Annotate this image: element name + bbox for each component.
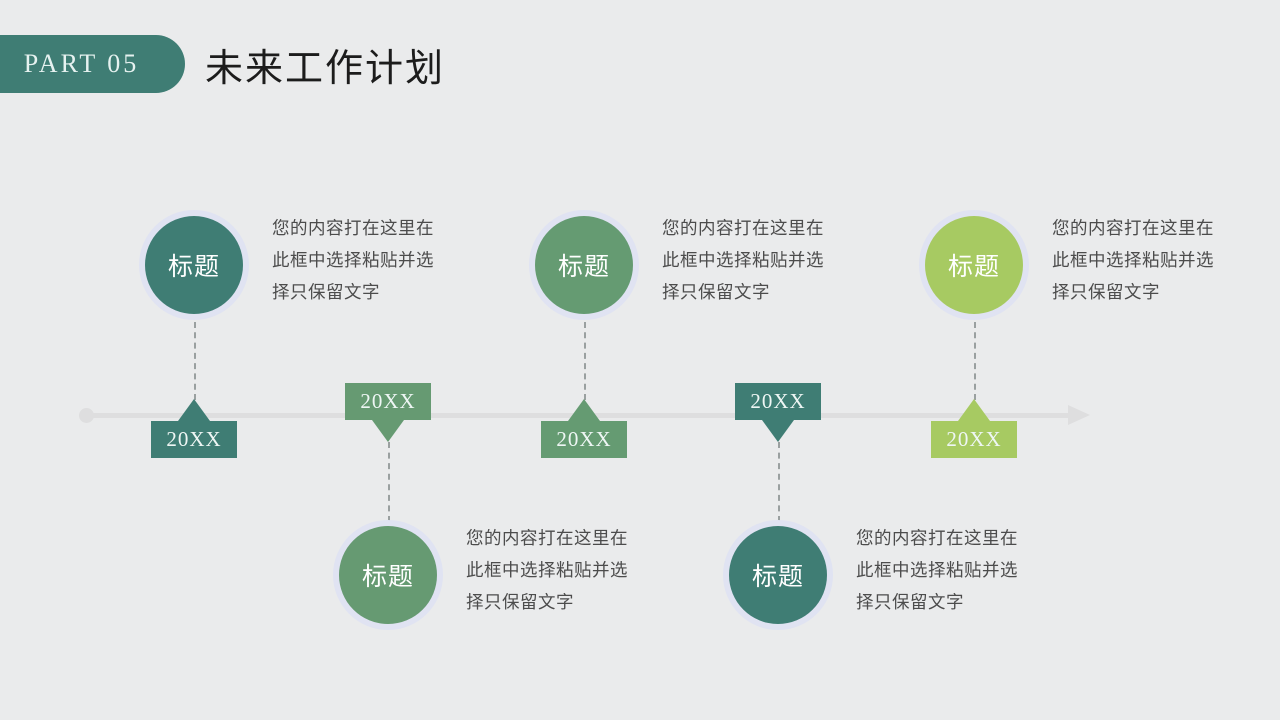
node-description-2: 您的内容打在这里在此框中选择粘贴并选择只保留文字 <box>466 528 628 612</box>
node-circle-4[interactable]: 标题 <box>723 520 833 630</box>
node-circle-label-1: 标题 <box>167 254 220 281</box>
node-connector-4 <box>778 442 780 522</box>
node-connector-1 <box>194 322 196 400</box>
node-description-1: 您的内容打在这里在此框中选择粘贴并选择只保留文字 <box>272 218 434 302</box>
slide-header: PART 05 未来工作计划 <box>0 35 445 93</box>
node-circle-fill-3: 标题 <box>535 216 633 314</box>
node-circle-3[interactable]: 标题 <box>529 210 639 320</box>
node-circle-label-4: 标题 <box>751 564 804 591</box>
node-chip-pointer-5 <box>958 399 990 421</box>
node-year-chip-4[interactable]: 20XX <box>735 383 821 442</box>
node-year-label-2: 20XX <box>360 389 416 413</box>
node-chip-pointer-4 <box>762 420 794 442</box>
node-connector-5 <box>974 322 976 400</box>
node-circle-fill-5: 标题 <box>925 216 1023 314</box>
node-chip-pointer-2 <box>372 420 404 442</box>
page-title: 未来工作计划 <box>205 47 446 90</box>
node-chip-pointer-3 <box>568 399 600 421</box>
node-connector-3 <box>584 322 586 400</box>
node-circle-label-3: 标题 <box>557 254 610 281</box>
node-circle-1[interactable]: 标题 <box>139 210 249 320</box>
node-year-label-4: 20XX <box>750 389 806 413</box>
node-chip-pointer-1 <box>178 399 210 421</box>
node-year-chip-1[interactable]: 20XX <box>151 399 237 458</box>
node-circle-2[interactable]: 标题 <box>333 520 443 630</box>
node-circle-5[interactable]: 标题 <box>919 210 1029 320</box>
node-year-label-5: 20XX <box>946 427 1002 451</box>
node-year-chip-3[interactable]: 20XX <box>541 399 627 458</box>
timeline-arrow-icon <box>1068 405 1090 425</box>
node-description-3: 您的内容打在这里在此框中选择粘贴并选择只保留文字 <box>662 218 824 302</box>
node-description-4: 您的内容打在这里在此框中选择粘贴并选择只保留文字 <box>856 528 1018 612</box>
node-description-5: 您的内容打在这里在此框中选择粘贴并选择只保留文字 <box>1052 218 1214 302</box>
node-circle-label-5: 标题 <box>947 254 1000 281</box>
part-badge: PART 05 <box>0 35 185 93</box>
node-circle-fill-4: 标题 <box>729 526 827 624</box>
node-year-label-1: 20XX <box>166 427 222 451</box>
node-year-chip-2[interactable]: 20XX <box>345 383 431 442</box>
node-circle-fill-1: 标题 <box>145 216 243 314</box>
node-year-label-3: 20XX <box>556 427 612 451</box>
node-circle-label-2: 标题 <box>361 564 414 591</box>
part-badge-label: PART 05 <box>23 49 140 78</box>
node-year-chip-5[interactable]: 20XX <box>931 399 1017 458</box>
node-connector-2 <box>388 442 390 522</box>
node-circle-fill-2: 标题 <box>339 526 437 624</box>
